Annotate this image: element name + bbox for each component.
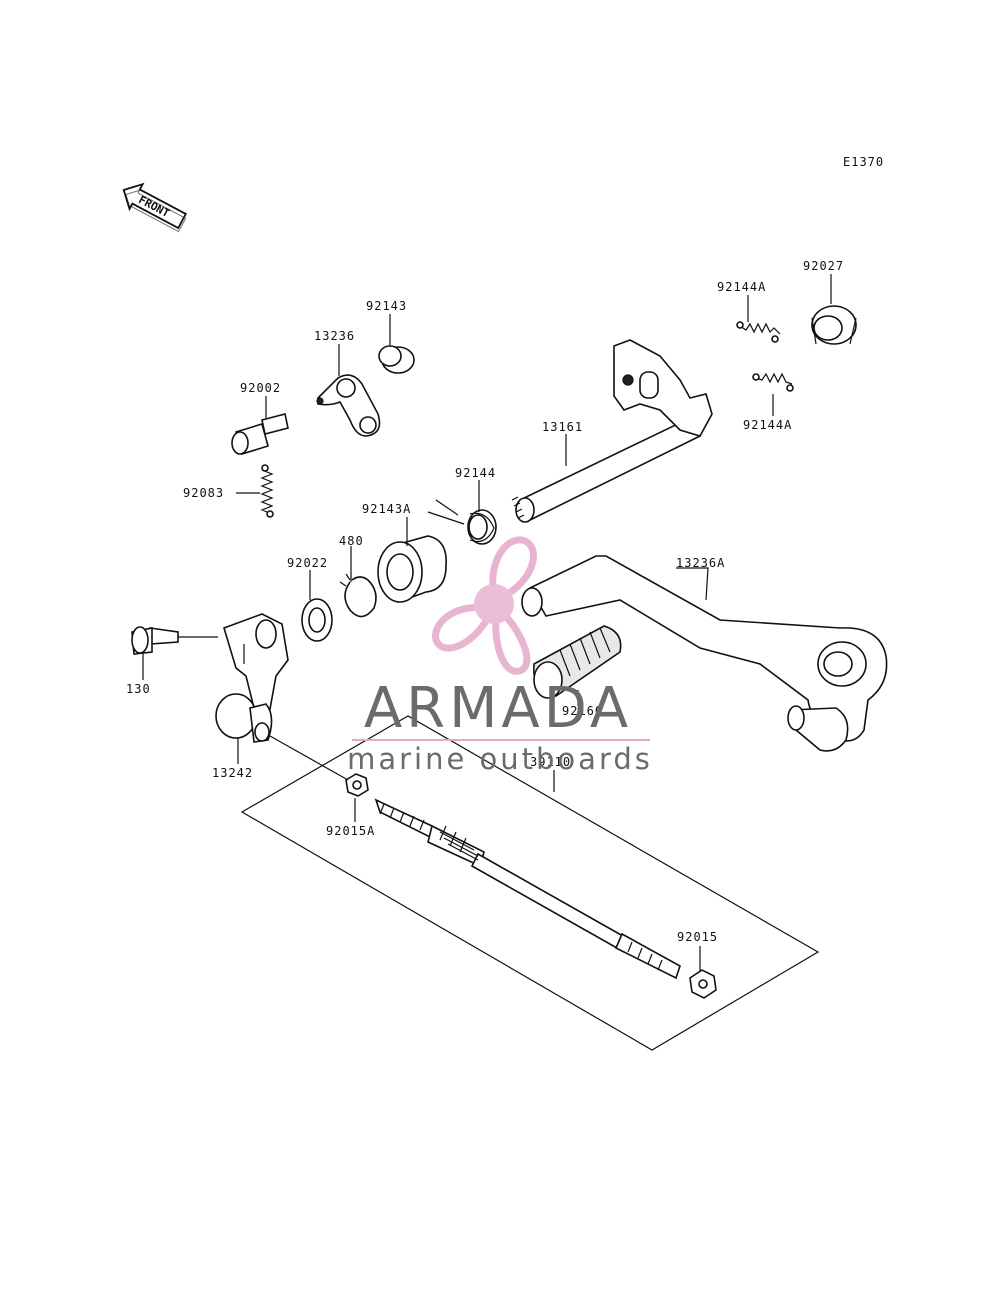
label-13236: 13236 xyxy=(314,329,355,343)
label-13236A: 13236A xyxy=(676,556,725,570)
label-92143A: 92143A xyxy=(362,502,411,516)
part-92015-drawing xyxy=(689,969,717,999)
part-92002-drawing xyxy=(231,413,289,456)
label-130: 130 xyxy=(126,682,151,696)
tie-rod-assembly-frame xyxy=(240,715,820,1051)
part-92027-drawing xyxy=(811,305,857,345)
shift-lever-arm-drawing xyxy=(223,613,289,726)
label-13242: 13242 xyxy=(212,766,253,780)
watermark-logo-icon xyxy=(432,536,537,675)
label-92027: 92027 xyxy=(803,259,844,273)
part-92022-drawing xyxy=(301,598,333,642)
label-92083: 92083 xyxy=(183,486,224,500)
label-39110: 39110 xyxy=(530,755,571,769)
label-92144: 92144 xyxy=(455,466,496,480)
label-92015A: 92015A xyxy=(326,824,375,838)
watermark-tagline: marine outboards xyxy=(347,742,653,776)
diagram-code: E1370 xyxy=(843,155,884,169)
label-92144A-upper: 92144A xyxy=(717,280,766,294)
part-13161-drawing xyxy=(511,339,713,523)
leader-lines xyxy=(142,274,832,972)
label-13161: 13161 xyxy=(542,420,583,434)
front-arrow-icon: FRONT xyxy=(122,182,187,233)
part-92144A-spring-lower xyxy=(752,372,794,392)
label-92143: 92143 xyxy=(366,299,407,313)
label-480: 480 xyxy=(339,534,364,548)
label-92002: 92002 xyxy=(240,381,281,395)
part-130-drawing xyxy=(131,626,179,655)
part-92143-drawing xyxy=(378,345,415,374)
part-13236-drawing xyxy=(316,374,381,437)
part-13242-drawing xyxy=(215,693,273,743)
label-92022: 92022 xyxy=(287,556,328,570)
part-39110-drawing xyxy=(374,798,681,980)
part-92083-drawing xyxy=(260,464,274,518)
part-92160-drawing xyxy=(533,625,622,699)
part-480-drawing xyxy=(339,573,377,618)
part-92144-drawing xyxy=(427,499,497,545)
label-92160: 92160 xyxy=(562,704,603,718)
part-92015A-drawing xyxy=(345,773,369,797)
part-92144A-spring-upper xyxy=(736,321,781,343)
label-92144A-lower: 92144A xyxy=(743,418,792,432)
label-92015: 92015 xyxy=(677,930,718,944)
part-13236A-drawing xyxy=(521,555,888,752)
watermark-brand: ARMADA xyxy=(364,676,632,741)
part-92143A-drawing xyxy=(377,535,447,604)
